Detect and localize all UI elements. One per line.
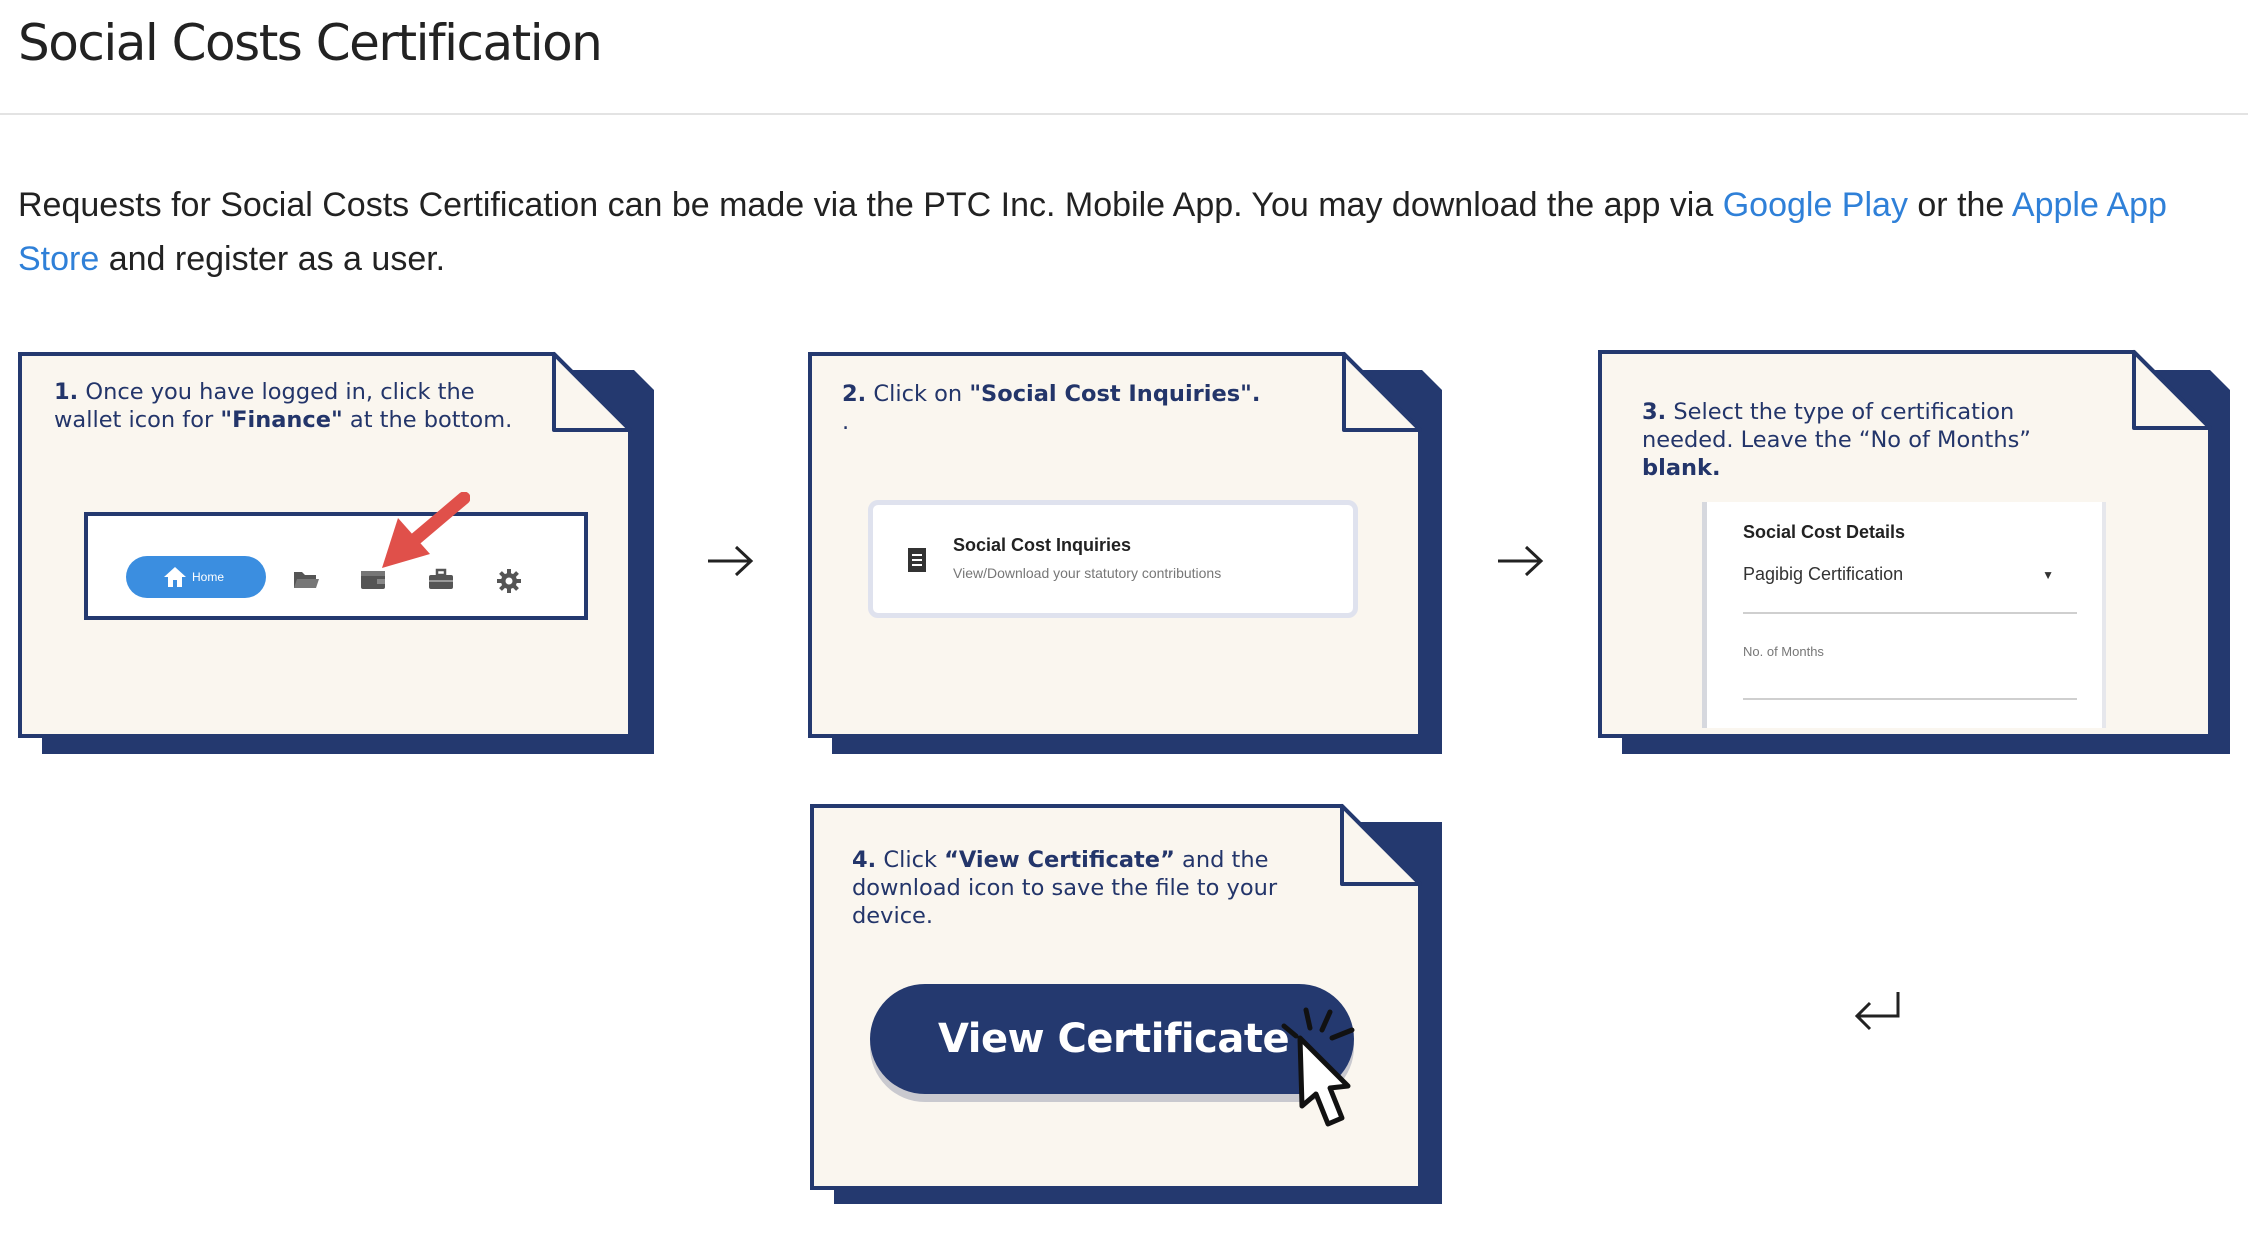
step-card-1: 1. Once you have logged in, click the wa…: [18, 352, 654, 754]
inquiry-subtitle: View/Download your statutory contributio…: [953, 565, 1222, 581]
social-cost-inquiries-item[interactable]: Social Cost Inquiries View/Download your…: [868, 500, 1358, 618]
months-field-label: No. of Months: [1743, 644, 1824, 659]
home-icon: [164, 567, 186, 587]
details-title: Social Cost Details: [1743, 522, 1906, 542]
gear-icon[interactable]: [496, 568, 522, 594]
intro-text-before: Requests for Social Costs Certification …: [18, 186, 1723, 224]
step-3-text: 3. Select the type of certification need…: [1642, 399, 2031, 481]
step-2-text: 2. Click on "Social Cost Inquiries"..: [842, 381, 1261, 435]
google-play-link[interactable]: Google Play: [1722, 186, 1908, 224]
view-certificate-button[interactable]: View Certificate: [870, 984, 1354, 1094]
wallet-icon[interactable]: [360, 568, 386, 590]
return-arrow-icon: [1854, 992, 1900, 1031]
step-card-4: 4. Click “View Certificate” and the down…: [810, 804, 1442, 1204]
social-cost-details-form: Social Cost Details Pagibig Certificatio…: [1702, 502, 2106, 728]
step-number: 1.: [54, 379, 79, 405]
select-underline: [1743, 612, 2077, 614]
intro-text-middle: or the: [1907, 186, 2012, 224]
page-title: Social Costs Certification: [18, 14, 603, 72]
certification-type-select[interactable]: Pagibig Certification: [1743, 564, 1904, 584]
step-4-text: 4. Click “View Certificate” and the down…: [852, 847, 1278, 929]
intro-paragraph: Requests for Social Costs Certification …: [18, 178, 2228, 286]
home-label: Home: [192, 570, 225, 584]
bottom-nav-mock: Home: [84, 512, 588, 620]
folder-icon[interactable]: [292, 568, 320, 590]
step-card-3: 3. Select the type of certification need…: [1598, 350, 2230, 754]
click-cursor-icon: [1281, 1007, 1355, 1127]
months-field-underline[interactable]: [1743, 698, 2077, 700]
inquiry-title: Social Cost Inquiries: [953, 535, 1132, 555]
step-card-2: 2. Click on "Social Cost Inquiries".. So…: [808, 352, 1442, 754]
dropdown-caret-icon[interactable]: ▼: [2042, 568, 2054, 582]
briefcase-icon[interactable]: [428, 568, 454, 590]
home-tab[interactable]: Home: [126, 556, 266, 598]
apple-app-store-link[interactable]: Apple App Store: [18, 186, 2167, 278]
next-step-arrow-icon: [1498, 545, 1544, 577]
next-step-arrow-icon: [708, 545, 754, 577]
red-pointer-arrow-icon: [382, 492, 470, 568]
document-icon: [908, 548, 926, 572]
intro-text-after: and register as a user.: [99, 240, 446, 278]
title-divider: [0, 113, 2248, 115]
step-1-text: 1. Once you have logged in, click the wa…: [54, 379, 513, 433]
